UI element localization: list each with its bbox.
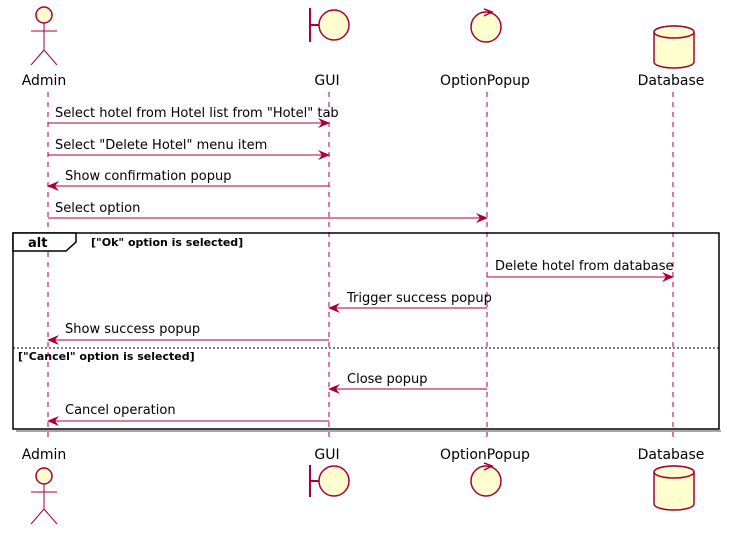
gui-boundary-icon bbox=[309, 8, 350, 42]
alt-guard-ok: ["Ok" option is selected] bbox=[91, 236, 243, 249]
alt-guard-cancel: ["Cancel" option is selected] bbox=[18, 350, 195, 363]
participant-label-gui-bottom: GUI bbox=[314, 447, 339, 463]
message-label-5: Delete hotel from database bbox=[495, 259, 674, 274]
participant-label-option-popup-bottom: OptionPopup bbox=[440, 447, 530, 463]
participant-label-admin-top: Admin bbox=[22, 73, 67, 89]
database-icon-bottom bbox=[653, 465, 695, 511]
option-popup-control-icon bbox=[470, 8, 502, 43]
participant-label-database-bottom: Database bbox=[638, 447, 705, 463]
message-label-9: Cancel operation bbox=[65, 403, 176, 418]
participant-label-admin-bottom: Admin bbox=[22, 447, 67, 463]
participant-label-gui-top: GUI bbox=[314, 73, 339, 89]
admin-actor-icon-bottom bbox=[30, 467, 58, 525]
gui-boundary-icon-bottom bbox=[309, 465, 350, 497]
participant-label-database-top: Database bbox=[638, 73, 705, 89]
admin-actor-icon bbox=[30, 6, 58, 66]
alt-fragment-tab bbox=[12, 232, 77, 252]
message-label-1: Select hotel from Hotel list from "Hotel… bbox=[55, 106, 339, 121]
database-icon bbox=[653, 25, 695, 69]
message-label-8: Close popup bbox=[347, 372, 428, 387]
message-label-4: Select option bbox=[55, 201, 140, 216]
option-popup-control-icon-bottom bbox=[470, 462, 502, 497]
alt-fragment-frame bbox=[12, 232, 720, 430]
message-label-6: Trigger success popup bbox=[346, 291, 492, 306]
participant-label-option-popup-top: OptionPopup bbox=[440, 73, 530, 89]
message-label-2: Select "Delete Hotel" menu item bbox=[55, 138, 267, 153]
message-label-3: Show confirmation popup bbox=[65, 169, 231, 184]
message-label-7: Show success popup bbox=[65, 322, 200, 337]
alt-fragment-operator: alt bbox=[28, 236, 47, 251]
